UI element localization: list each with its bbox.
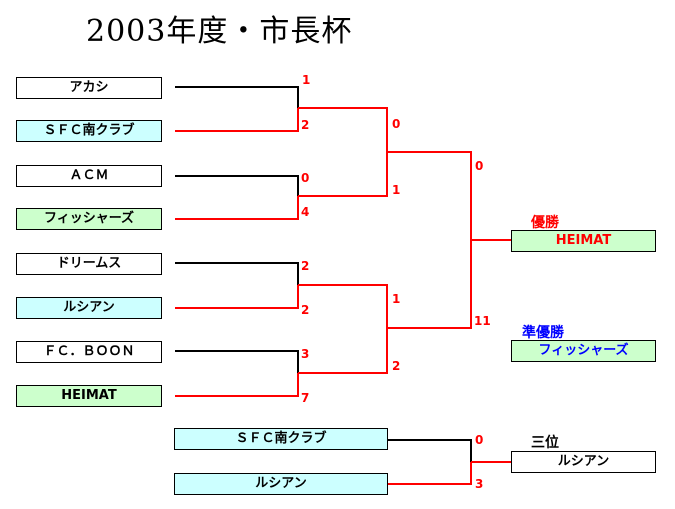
score-r1-3: 0 bbox=[301, 171, 310, 185]
score-final-1: 0 bbox=[475, 159, 484, 173]
line-semi-1a bbox=[298, 107, 388, 152]
score-r1-2: 2 bbox=[301, 118, 310, 132]
line-team-7 bbox=[175, 350, 299, 373]
team-name: HEIMAT bbox=[61, 388, 117, 403]
score-semi-2: 1 bbox=[392, 183, 401, 197]
line-team-2 bbox=[175, 108, 299, 132]
third-label: 三位 bbox=[531, 435, 559, 451]
team-box-7: ＦＣ．ＢＯＯＮ bbox=[16, 341, 162, 363]
score-r1-5: 2 bbox=[301, 259, 310, 273]
line-team-6 bbox=[175, 285, 299, 309]
team-box-6: ルシアン bbox=[16, 297, 162, 319]
team-name: ＦＣ．ＢＯＯＮ bbox=[43, 344, 135, 359]
score-semi-1: 0 bbox=[392, 117, 401, 131]
team-name: ＡＣＭ bbox=[69, 168, 109, 183]
team-box-8: HEIMAT bbox=[16, 385, 162, 407]
score-semi-3: 1 bbox=[392, 292, 401, 306]
team-name: ＳＦＣ南クラブ bbox=[43, 123, 135, 138]
third-match-team-2: ルシアン bbox=[174, 473, 388, 495]
team-box-2: ＳＦＣ南クラブ bbox=[16, 120, 162, 142]
team-name: フィッシャーズ bbox=[43, 211, 135, 226]
score-r1-6: 2 bbox=[301, 303, 310, 317]
line-third-a bbox=[388, 439, 472, 462]
winner-name: HEIMAT bbox=[555, 233, 612, 248]
line-team-3 bbox=[175, 175, 299, 196]
page-title: 2003年度・市長杯 bbox=[86, 14, 353, 49]
score-third-2: 3 bbox=[475, 477, 484, 491]
score-r1-8: 7 bbox=[301, 391, 310, 405]
score-r1-7: 3 bbox=[301, 347, 310, 361]
runner-up-label: 準優勝 bbox=[522, 325, 564, 341]
line-team-8 bbox=[175, 373, 299, 397]
line-semi-2a bbox=[298, 284, 388, 328]
runner-up-box: フィッシャーズ bbox=[511, 340, 656, 362]
line-team-5 bbox=[175, 262, 299, 285]
third-box: ルシアン bbox=[511, 451, 656, 473]
score-final-2: 11 bbox=[474, 314, 491, 328]
runner-up-name: フィッシャーズ bbox=[538, 343, 629, 358]
line-final-a bbox=[387, 151, 472, 240]
score-r1-1: 1 bbox=[302, 73, 311, 87]
team-name: ルシアン bbox=[63, 300, 115, 315]
team-name: アカシ bbox=[69, 80, 109, 95]
winner-box: HEIMAT bbox=[511, 230, 656, 252]
third-match-team-1: ＳＦＣ南クラブ bbox=[174, 428, 388, 450]
team-box-1: アカシ bbox=[16, 77, 162, 99]
score-r1-4: 4 bbox=[301, 205, 310, 219]
score-third-1: 0 bbox=[475, 433, 484, 447]
team-box-3: ＡＣＭ bbox=[16, 165, 162, 187]
line-semi-2b bbox=[298, 328, 388, 374]
team-name: ルシアン bbox=[255, 476, 307, 491]
line-final-b bbox=[387, 240, 472, 329]
line-team-4 bbox=[175, 196, 299, 220]
line-team-1 bbox=[175, 86, 299, 108]
winner-label: 優勝 bbox=[531, 215, 559, 231]
line-third-b bbox=[388, 462, 472, 485]
line-semi-1b bbox=[298, 152, 388, 197]
team-name: ＳＦＣ南クラブ bbox=[235, 431, 327, 446]
team-box-4: フィッシャーズ bbox=[16, 208, 162, 230]
third-name: ルシアン bbox=[557, 454, 610, 469]
score-semi-4: 2 bbox=[392, 359, 401, 373]
team-box-5: ドリームス bbox=[16, 253, 162, 275]
team-name: ドリームス bbox=[56, 256, 122, 271]
